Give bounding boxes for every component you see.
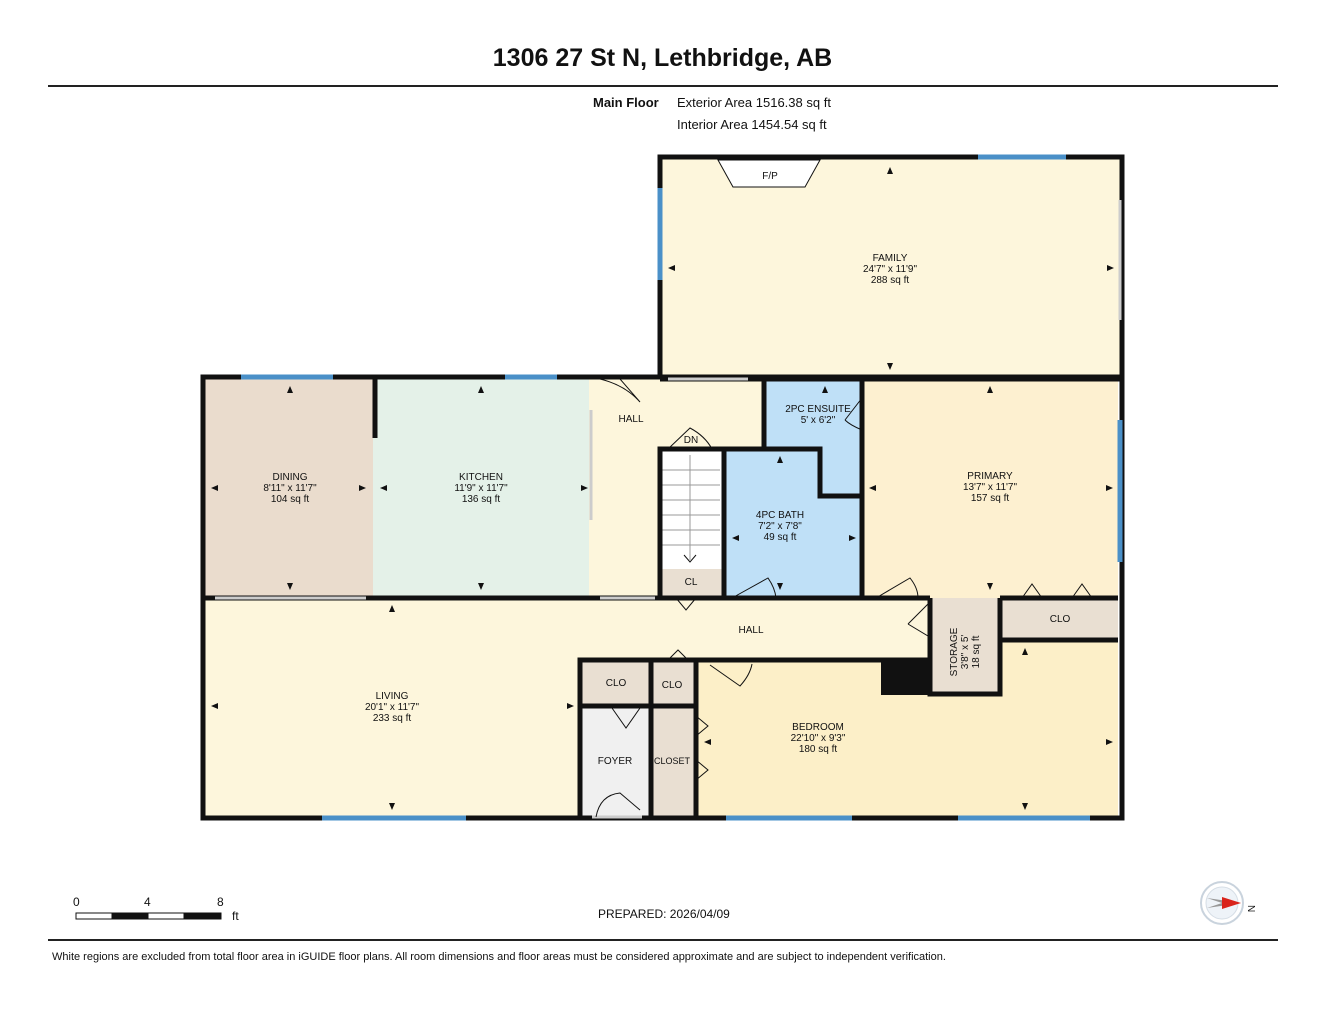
compass-icon (1200, 881, 1244, 925)
bedroom-area: 180 sq ft (799, 744, 838, 755)
storage-room (930, 598, 1000, 694)
door-swings (595, 378, 1093, 818)
scale-tick-4: 4 (144, 895, 151, 909)
stairs-label: DN (684, 435, 698, 446)
exterior-area: Exterior Area 1516.38 sq ft (677, 95, 831, 110)
dimension-arrows (211, 167, 1114, 810)
bedroom-room (696, 640, 1118, 817)
scale-unit: ft (232, 909, 239, 923)
kitchen-area: 136 sq ft (462, 494, 501, 505)
storage-dims: 3'8" x 5' (960, 635, 971, 670)
closet-label: CLOSET (654, 756, 691, 766)
bedroom-dims: 22'10" x 9'3" (791, 733, 846, 744)
disclaimer: White regions are excluded from total fl… (52, 951, 946, 963)
cl-closet (660, 569, 722, 598)
family-name: FAMILY (873, 253, 908, 264)
ensuite-room (764, 379, 862, 496)
bedroom-name: BEDROOM (792, 722, 844, 733)
clo-a-room (580, 662, 650, 706)
bath-room (724, 449, 862, 598)
primary-name: PRIMARY (967, 471, 1013, 482)
clo-right-room (1000, 598, 1118, 640)
clo-right-label: CLO (1050, 614, 1071, 625)
prepared-date: PREPARED: 2026/04/09 (598, 907, 730, 921)
kitchen-name: KITCHEN (459, 472, 503, 483)
living-name: LIVING (376, 691, 409, 702)
family-room (660, 157, 1122, 379)
dining-dims: 8'11" x 11'7" (263, 483, 317, 494)
dining-area: 104 sq ft (271, 494, 310, 505)
ensuite-dims: 5' x 6'2" (801, 415, 836, 426)
hall-main-name: HALL (738, 625, 763, 636)
primary-room (862, 379, 1118, 598)
living-area: 233 sq ft (373, 713, 412, 724)
openings (215, 200, 1122, 819)
clo-b-room (652, 662, 696, 706)
compass-label: N (1245, 905, 1256, 912)
cl-label: CL (685, 577, 698, 588)
hall-strip (580, 598, 700, 660)
foyer-room (580, 706, 650, 817)
bath-area: 49 sq ft (764, 532, 797, 543)
bath-name: 4PC BATH (756, 510, 804, 521)
kitchen-room (373, 379, 589, 598)
dining-room (205, 379, 373, 598)
scale-tick-0: 0 (73, 895, 80, 909)
page-title: 1306 27 St N, Lethbridge, AB (492, 44, 833, 72)
scale-tick-8: 8 (217, 895, 224, 909)
storage-area: 18 sq ft (971, 635, 982, 668)
interior-area: Interior Area 1454.54 sq ft (677, 117, 827, 132)
foyer-label: FOYER (598, 756, 632, 767)
clo-a-label: CLO (606, 678, 627, 689)
floor-name: Main Floor (593, 95, 659, 110)
footer-rule (48, 939, 1278, 941)
hall-upper-name: HALL (618, 414, 643, 425)
storage-name: STORAGE (949, 627, 960, 676)
clo-b-label: CLO (662, 680, 683, 691)
bath-dims: 7'2" x 7'8" (758, 521, 802, 532)
ensuite-name: 2PC ENSUITE (785, 404, 851, 415)
fireplace-label: F/P (762, 171, 778, 182)
scale-bar (75, 912, 222, 920)
header-rule (48, 85, 1278, 87)
fireplace (717, 159, 821, 188)
closet-room (652, 706, 696, 817)
primary-dims: 13'7" x 11'7" (963, 482, 1018, 493)
windows (241, 154, 1123, 821)
primary-area: 157 sq ft (971, 493, 1010, 504)
family-area: 288 sq ft (871, 275, 910, 286)
living-room (205, 598, 580, 817)
stair-treads (662, 455, 720, 560)
living-dims: 20'1" x 11'7" (365, 702, 420, 713)
storage-label-group: STORAGE 3'8" x 5' 18 sq ft (949, 627, 982, 676)
stairs (660, 449, 722, 569)
chimney-block (881, 660, 930, 695)
stair-arrow-icon (683, 554, 697, 563)
family-dims: 24'7" x 11'9" (863, 264, 918, 275)
kitchen-dims: 11'9" x 11'7" (454, 483, 508, 494)
dining-name: DINING (273, 472, 308, 483)
